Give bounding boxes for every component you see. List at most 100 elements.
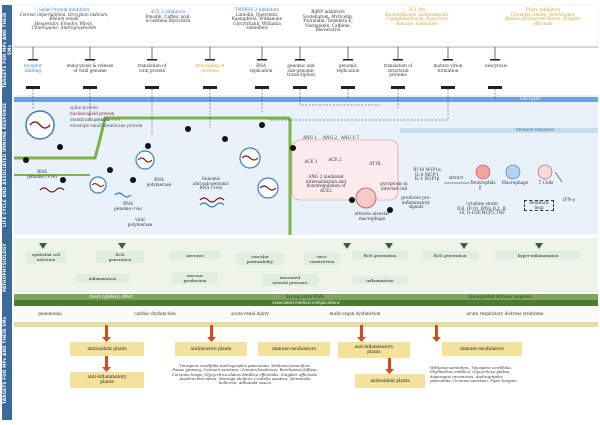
hyper-box: hyper-inflammation xyxy=(495,251,581,259)
rna-pol-label: RNA polymerase xyxy=(146,177,172,187)
complication-item: acute respiratory distress syndrome xyxy=(466,311,544,316)
complication-band xyxy=(14,306,598,320)
vascular-box: vascular permeability xyxy=(236,253,284,265)
green-arrows xyxy=(39,243,543,249)
virus-icon xyxy=(89,176,107,194)
inhibitor-body: Amentoflavone, Gallocatechin, Cryptotans… xyxy=(384,11,450,26)
ang1-label: ANG 1 xyxy=(302,135,318,140)
stage-label: genomic replication xyxy=(336,63,360,73)
row-label-lifecycle: LIFE CYCLE AND ASSOCIATED IMMUNE RESPONS… xyxy=(2,102,7,228)
inhibitor-block-spike: Spike Protein inhibitors Coreiso imperia… xyxy=(16,7,112,31)
immunomodulator-box: immuno-modulators xyxy=(258,342,330,356)
stage-connectors xyxy=(32,89,496,135)
rna-strand-icon xyxy=(199,202,225,208)
mucous-box: mucous production xyxy=(172,272,218,284)
row-label-treatment: TARGETS FOR MPs AND THEIR SMs xyxy=(2,316,7,404)
ang17-label: ANG 1-7 xyxy=(340,135,360,140)
stage-label: translation of structural proteins xyxy=(383,63,413,78)
virus-icon xyxy=(257,177,279,199)
ang2-mediated-label: ANG 2 mediated internalization and downr… xyxy=(305,174,347,193)
ifn-label: IFN-γ xyxy=(562,197,576,202)
legend-item: spike protein xyxy=(70,105,98,110)
proinflam-label: produces pro- inflammatory signals xyxy=(401,195,431,210)
stage-label: RNA replication xyxy=(249,63,273,73)
macrophage-icon xyxy=(505,164,521,180)
immune-label: Immune response xyxy=(516,127,554,132)
rna-neg-label: RNA genome (-ve) xyxy=(114,201,142,211)
necrosis-box: necrosis xyxy=(170,251,220,259)
tcells-label: T Cells xyxy=(538,180,554,185)
inhibitor-body: Luteolin, Quercetin, Kaempferol, Withano… xyxy=(231,11,283,31)
ace1-label: ACE 1 xyxy=(304,159,318,164)
plant-list-1: Tinospora cordifolia,Andrographis panicu… xyxy=(171,363,319,386)
virus-icon xyxy=(239,147,261,169)
inhibitor-block-ace2: ACE 2 inhibitors Emodin, Caffeic acid, α… xyxy=(128,9,208,24)
vasoconstriction-box: vaso- constriction xyxy=(304,253,340,265)
complication-item: pneumonia xyxy=(38,311,62,316)
inhibitor-block-tmprss2: TMPRSS 2 inhibitors Luteolin, Quercetin,… xyxy=(222,7,292,31)
row-bar-lifecycle xyxy=(2,95,12,235)
inhibitor-title: Spike Protein inhibitors xyxy=(38,7,90,12)
complication-item: acute renal injury xyxy=(231,311,269,316)
viral-pol-label: viral polymerase xyxy=(127,217,153,227)
inhibitor-title: TMPRSS 2 inhibitors xyxy=(234,7,280,12)
bar-cytotoxic: direct cytotoxic effect xyxy=(89,294,133,299)
row-bar-treat xyxy=(2,300,12,420)
inhibitor-block-plpro: PLpro inhibitors Cinnamic Amide, Tanshin… xyxy=(490,7,596,26)
inhibitor-body: Emodin, Caffeic acid, α-cedrene,Myricitr… xyxy=(145,13,191,24)
stage-label: endocytosis & release of viral genome xyxy=(66,63,114,73)
patho-bar xyxy=(14,294,598,300)
ace2-label: ACE 2 xyxy=(328,157,342,162)
cell-membrane xyxy=(14,116,290,160)
stage-label: translation of viral protein xyxy=(137,63,167,73)
stage-label: receptor binding xyxy=(23,63,43,73)
inflammation2-box: inflammation xyxy=(352,276,408,284)
inflammation-box: inflammation xyxy=(75,274,130,282)
row-bar-targets xyxy=(2,5,12,95)
ace-cell xyxy=(291,139,399,201)
step-markers xyxy=(23,122,393,213)
immune-bar xyxy=(400,128,598,133)
red-arrows xyxy=(102,325,441,374)
complication-bar xyxy=(14,300,598,306)
rna-strand-icon xyxy=(199,197,225,203)
rna-strand-icon xyxy=(114,192,132,198)
inhibitor-band xyxy=(13,4,599,48)
legend-item: membrane protein xyxy=(70,117,110,122)
inhibitor-title: RdRP inhibitors xyxy=(311,9,345,14)
inhibitor-title: 3CL Pro xyxy=(408,7,426,12)
alveolar-label: attracts alveolar macrophage xyxy=(354,211,390,221)
pyroptosis-cell-icon xyxy=(355,187,377,209)
stage-blockers xyxy=(26,86,502,89)
inhibitor-body: Cinnamic Amide, Tanshinones Alpinia offi… xyxy=(504,11,582,26)
immune-arrows xyxy=(444,171,563,190)
row-label-patho: PATHOPHYSIOLOGY xyxy=(2,243,7,292)
virus-icon xyxy=(25,110,55,140)
antiinflam-box: anti-inflammatory plants xyxy=(70,372,144,388)
inhibitor-block-rdrp: RdRP inhibitors Scutellarein, Myricetin,… xyxy=(293,9,363,33)
t-cell-icon xyxy=(537,164,553,180)
bar-complications: associated medical complications xyxy=(272,300,340,305)
lifecycle-top-bar xyxy=(14,97,598,102)
antioxidant-box: antioxidant plants xyxy=(70,342,144,356)
ros-box: ROS generation xyxy=(96,251,144,263)
inhibitor-body: Coreiso imperialifolia, Oroxylum indicum… xyxy=(19,11,109,31)
treat-top-bar xyxy=(14,322,598,327)
row-bar-patho xyxy=(2,235,12,300)
stage-label: genomic and sub-genomic transcription xyxy=(287,63,315,78)
cytokine-storm-label: cytokine storm IL6, IP-10, IFNγ,IL2, IL … xyxy=(457,201,507,216)
inhibitor-blockers xyxy=(28,59,500,61)
epithelial-box: epithelial cell infection xyxy=(26,251,66,263)
inhibitor-title: ACE 2 inhibitors xyxy=(150,9,186,14)
macrophage-label: Macrophage xyxy=(501,180,529,185)
inhibitor-body: Scutellarein, Myricetin, Psoralidin, Tom… xyxy=(302,13,354,33)
plant-list-2: Withania somnifera, Tinospora cordifolia… xyxy=(430,365,517,383)
antiinflam2-box: anti-inflammatory plants xyxy=(338,342,410,358)
inhibitor-title: PLpro inhibitors xyxy=(525,7,561,12)
genomic-label: Genomic and sub-genomic RNA (+ve) xyxy=(192,176,230,191)
inhibitor-block-3cl: 3CL Pro Amentoflavone, Gallocatechin, Cr… xyxy=(372,7,462,26)
cytokine-list: IP-10 M1P1α IL-6 MCP-1 IL-1 M1P1β xyxy=(413,167,441,182)
row-label-targets: TARGETS FOR MPs AND THEIR SMs xyxy=(2,12,12,88)
stage-label: mature virion formation xyxy=(433,63,463,73)
